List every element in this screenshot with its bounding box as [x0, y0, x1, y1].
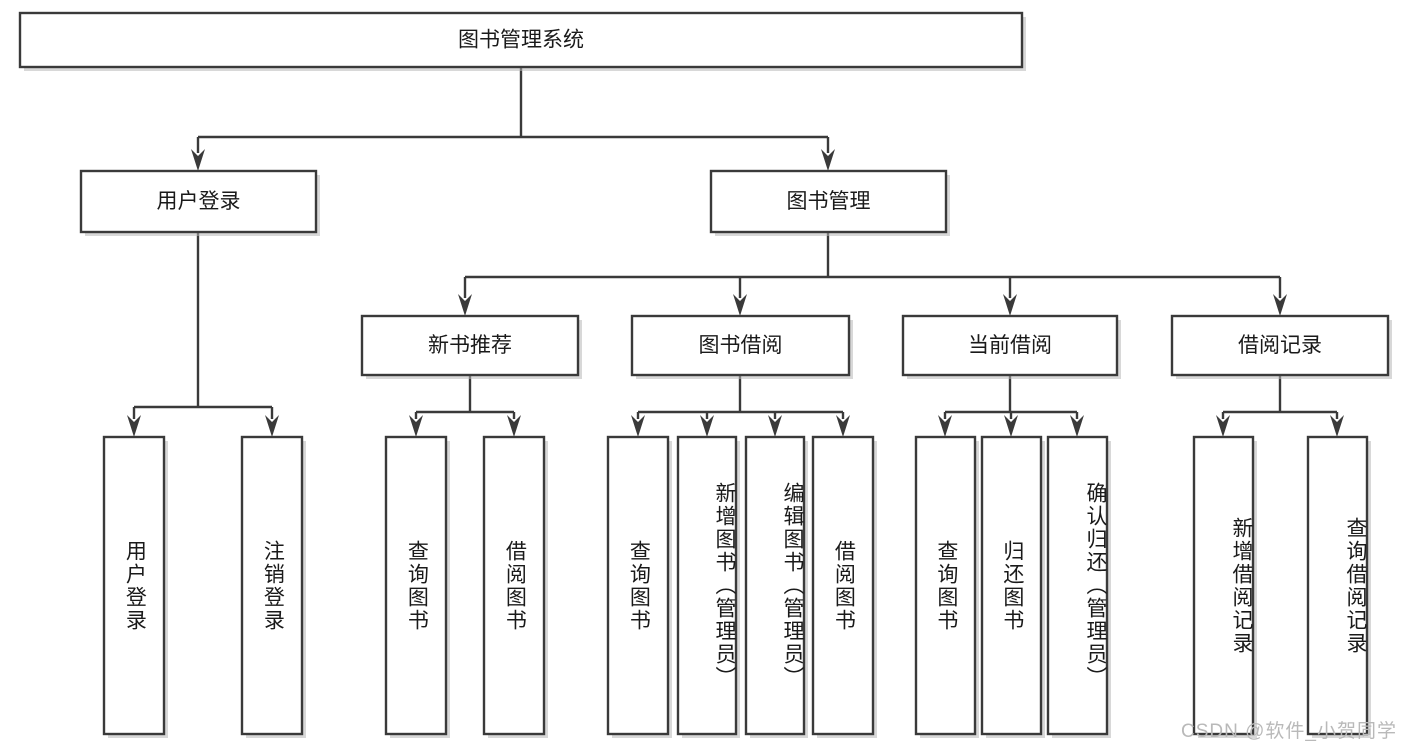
leaf-query-book[interactable] — [606, 435, 672, 738]
edge-book-management-to-level3 — [458, 232, 1287, 316]
node-current-borrow-label: 当前借阅 — [968, 334, 1052, 357]
node-user-login-rect[interactable] — [79, 169, 318, 234]
node-current-borrow-rect[interactable] — [901, 314, 1119, 377]
node-borrow-record-rect[interactable] — [1170, 314, 1390, 377]
node-book-management[interactable] — [709, 169, 950, 236]
node-book-borrow-label: 图书借阅 — [699, 334, 783, 357]
edge-borrow-to-leaves — [631, 375, 850, 437]
node-book-management-rect[interactable] — [709, 169, 948, 234]
leaf-borrow-book-recommend-rect[interactable] — [482, 435, 546, 736]
leaf-add-borrow-record[interactable] — [1192, 435, 1257, 738]
edge-record-to-leaves — [1216, 375, 1344, 437]
node-borrow-record[interactable] — [1170, 314, 1392, 379]
leaf-logout-rect[interactable] — [240, 435, 304, 736]
node-new-book-recommend-rect[interactable] — [360, 314, 580, 377]
node-current-borrow[interactable] — [901, 314, 1121, 379]
node-book-borrow[interactable] — [630, 314, 853, 379]
leaf-confirm-return-admin-rect[interactable] — [1046, 435, 1109, 736]
watermark-text: CSDN @软件_小贺同学 — [1181, 721, 1397, 742]
edge-recommend-to-leaves — [409, 375, 521, 437]
leaf-add-borrow-record-rect[interactable] — [1192, 435, 1255, 736]
leaf-edit-book-admin[interactable] — [744, 435, 808, 738]
node-root[interactable] — [18, 11, 1026, 71]
leaf-confirm-return-admin[interactable] — [1046, 435, 1111, 738]
leaf-logout[interactable] — [240, 435, 306, 738]
leaf-query-borrow-record-rect[interactable] — [1306, 435, 1369, 736]
edge-root-to-level2 — [191, 67, 835, 171]
node-user-login-label: 用户登录 — [157, 190, 241, 213]
node-borrow-record-label: 借阅记录 — [1238, 334, 1322, 357]
leaf-user-login-rect[interactable] — [102, 435, 166, 736]
leaf-query-book-recommend[interactable] — [384, 435, 450, 738]
node-new-book-recommend[interactable] — [360, 314, 582, 379]
leaf-edit-book-admin-rect[interactable] — [744, 435, 806, 736]
edge-user-login-to-leaves — [127, 232, 279, 437]
leaf-user-login[interactable] — [102, 435, 168, 738]
leaf-return-book[interactable] — [980, 435, 1045, 738]
node-user-login[interactable] — [79, 169, 320, 236]
leaf-query-book-current[interactable] — [914, 435, 979, 738]
leaf-add-book-admin-rect[interactable] — [676, 435, 738, 736]
leaf-borrow-book-recommend[interactable] — [482, 435, 548, 738]
node-book-management-label: 图书管理 — [787, 190, 871, 213]
node-new-book-recommend-label: 新书推荐 — [428, 334, 512, 357]
leaf-return-book-rect[interactable] — [980, 435, 1043, 736]
leaf-query-book-recommend-rect[interactable] — [384, 435, 448, 736]
leaf-query-borrow-record[interactable] — [1306, 435, 1371, 738]
leaf-borrow-book[interactable] — [811, 435, 877, 738]
leaf-query-book-current-rect[interactable] — [914, 435, 977, 736]
leaf-add-book-admin[interactable] — [676, 435, 740, 738]
node-book-borrow-rect[interactable] — [630, 314, 851, 377]
leaf-borrow-book-rect[interactable] — [811, 435, 875, 736]
node-root-label: 图书管理系统 — [458, 29, 584, 52]
node-root-rect[interactable] — [18, 11, 1024, 69]
leaf-query-book-rect[interactable] — [606, 435, 670, 736]
edge-current-to-leaves — [938, 375, 1084, 437]
